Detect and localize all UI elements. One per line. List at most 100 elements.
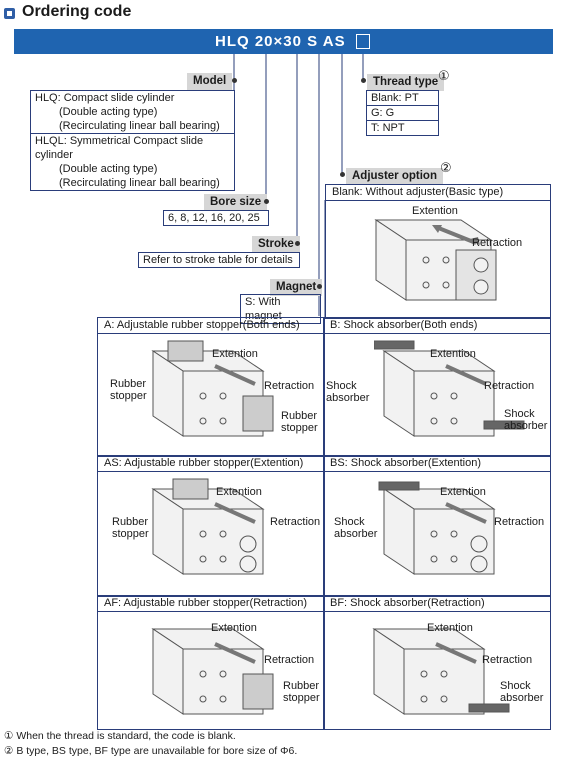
model-option-text: (Double acting type) (59, 163, 158, 175)
footnote-2: ② B type, BS type, BF type are unavailab… (4, 745, 298, 757)
thread-option-g: G: G (367, 105, 438, 120)
slide-cylinder-illustration (372, 628, 510, 715)
thread-type-note-mark: ① (438, 68, 450, 83)
variant-bs-title: BS: Shock absorber(Extention) (324, 456, 550, 472)
extention-label: Extention (430, 348, 476, 360)
title-icon (4, 8, 15, 19)
model-option-hlql: HLQL: Symmetrical Compact slide cylinder… (31, 133, 234, 190)
label-line: absorber (326, 392, 370, 404)
adjuster-option-note-mark: ② (440, 160, 452, 175)
code-blank-box (356, 34, 370, 49)
retraction-label: Retraction (270, 516, 321, 528)
model-option-text: (Recirculating linear ball bearing) (59, 177, 220, 189)
variant-af-title: AF: Adjustable rubber stopper(Retraction… (98, 596, 324, 612)
stroke-label: Stroke (252, 236, 300, 253)
bore-size-box: 6, 8, 12, 16, 20, 25 (163, 210, 269, 226)
label-line: absorber (334, 528, 378, 540)
magnet-box: S: With magnet (240, 294, 321, 324)
variant-bf-cell: BF: Shock absorber(Retraction) Extention… (323, 595, 551, 730)
model-option-text: HLQL: Symmetrical Compact slide cylinder (35, 135, 204, 161)
retraction-label: Retraction (264, 654, 315, 666)
retraction-label: Retraction (494, 516, 545, 528)
adjuster-basic-title: Blank: Without adjuster(Basic type) (326, 185, 550, 201)
extention-label: Extention (211, 622, 257, 634)
label-line: Shock (500, 680, 531, 692)
variant-af-cell: AF: Adjustable rubber stopper(Retraction… (97, 595, 325, 730)
model-option-text: HLQ: Compact slide cylinder (35, 92, 175, 104)
bore-size-dot (264, 199, 269, 204)
model-option-text: (Double acting type) (59, 106, 158, 118)
variant-a-title: A: Adjustable rubber stopper(Both ends) (98, 318, 324, 334)
magnet-label: Magnet (270, 279, 323, 296)
label-line: Shock (504, 408, 535, 420)
model-option-hlq: HLQ: Compact slide cylinder (Double acti… (31, 91, 234, 133)
variant-bs-cell: BS: Shock absorber(Extention) Extention … (323, 455, 551, 597)
variant-bf-title: BF: Shock absorber(Retraction) (324, 596, 550, 612)
adjuster-option-dot (340, 172, 345, 177)
label-line: stopper (283, 692, 320, 704)
magnet-dot (317, 284, 322, 289)
variant-b-title: B: Shock absorber(Both ends) (324, 318, 550, 334)
extention-label: Extention (216, 486, 262, 498)
retraction-label: Retraction (472, 237, 523, 249)
extention-label: Extention (212, 348, 258, 360)
ordering-code: HLQ 20×30 S AS (215, 33, 346, 50)
ordering-code-bar (14, 29, 553, 54)
model-options: HLQ: Compact slide cylinder (Double acti… (30, 90, 235, 191)
slide-cylinder-illustration (151, 628, 274, 715)
slide-cylinder-illustration (374, 340, 525, 437)
label-line: stopper (281, 422, 318, 434)
adjuster-option-label: Adjuster option (346, 168, 443, 185)
retraction-label: Retraction (264, 380, 315, 392)
bore-size-value: 6, 8, 12, 16, 20, 25 (168, 212, 260, 224)
retraction-label: Retraction (482, 654, 533, 666)
slide-cylinder-illustration (374, 219, 497, 301)
stroke-dot (295, 241, 300, 246)
thread-option-pt: Blank: PT (371, 92, 419, 104)
label-line: stopper (112, 528, 149, 540)
label-line: Rubber (281, 410, 318, 422)
variant-as-title: AS: Adjustable rubber stopper(Extention) (98, 456, 324, 472)
label-line: Shock (334, 516, 365, 528)
model-label: Model (187, 73, 233, 90)
variant-as-cell: AS: Adjustable rubber stopper(Extention)… (97, 455, 325, 597)
extention-label: Extention (427, 622, 473, 634)
adjuster-variants-grid: A: Adjustable rubber stopper(Both ends) … (97, 317, 551, 730)
footnote-1: ① When the thread is standard, the code … (4, 730, 236, 742)
slide-cylinder-illustration (151, 340, 274, 437)
thread-type-label: Thread type (367, 74, 445, 91)
stroke-box: Refer to stroke table for details (138, 252, 300, 268)
bore-size-label: Bore size (204, 194, 268, 211)
label-line: Rubber (110, 378, 147, 390)
label-line: Rubber (112, 516, 149, 528)
label-line: Shock (326, 380, 357, 392)
adjuster-basic-cell: Blank: Without adjuster(Basic type) Exte… (325, 184, 551, 319)
variant-b-cell: B: Shock absorber(Both ends) Extention R… (323, 317, 551, 457)
slide-cylinder-illustration (151, 478, 265, 575)
magnet-value: S: With magnet (245, 296, 282, 322)
extention-label: Extention (440, 486, 486, 498)
extention-label: Extention (412, 205, 458, 217)
label-line: Rubber (283, 680, 320, 692)
model-option-text: (Recirculating linear ball bearing) (59, 120, 220, 132)
retraction-label: Retraction (484, 380, 535, 392)
label-line: absorber (500, 692, 544, 704)
variant-a-cell: A: Adjustable rubber stopper(Both ends) … (97, 317, 325, 457)
slide-cylinder-illustration (378, 481, 496, 575)
thread-option-npt: T: NPT (367, 120, 438, 135)
thread-type-options: Blank: PT G: G T: NPT (366, 90, 439, 136)
label-line: stopper (110, 390, 147, 402)
thread-type-dot (361, 78, 366, 83)
stroke-value: Refer to stroke table for details (143, 254, 293, 266)
model-dot (232, 78, 237, 83)
label-line: absorber (504, 420, 548, 432)
page-title: Ordering code (22, 3, 132, 20)
